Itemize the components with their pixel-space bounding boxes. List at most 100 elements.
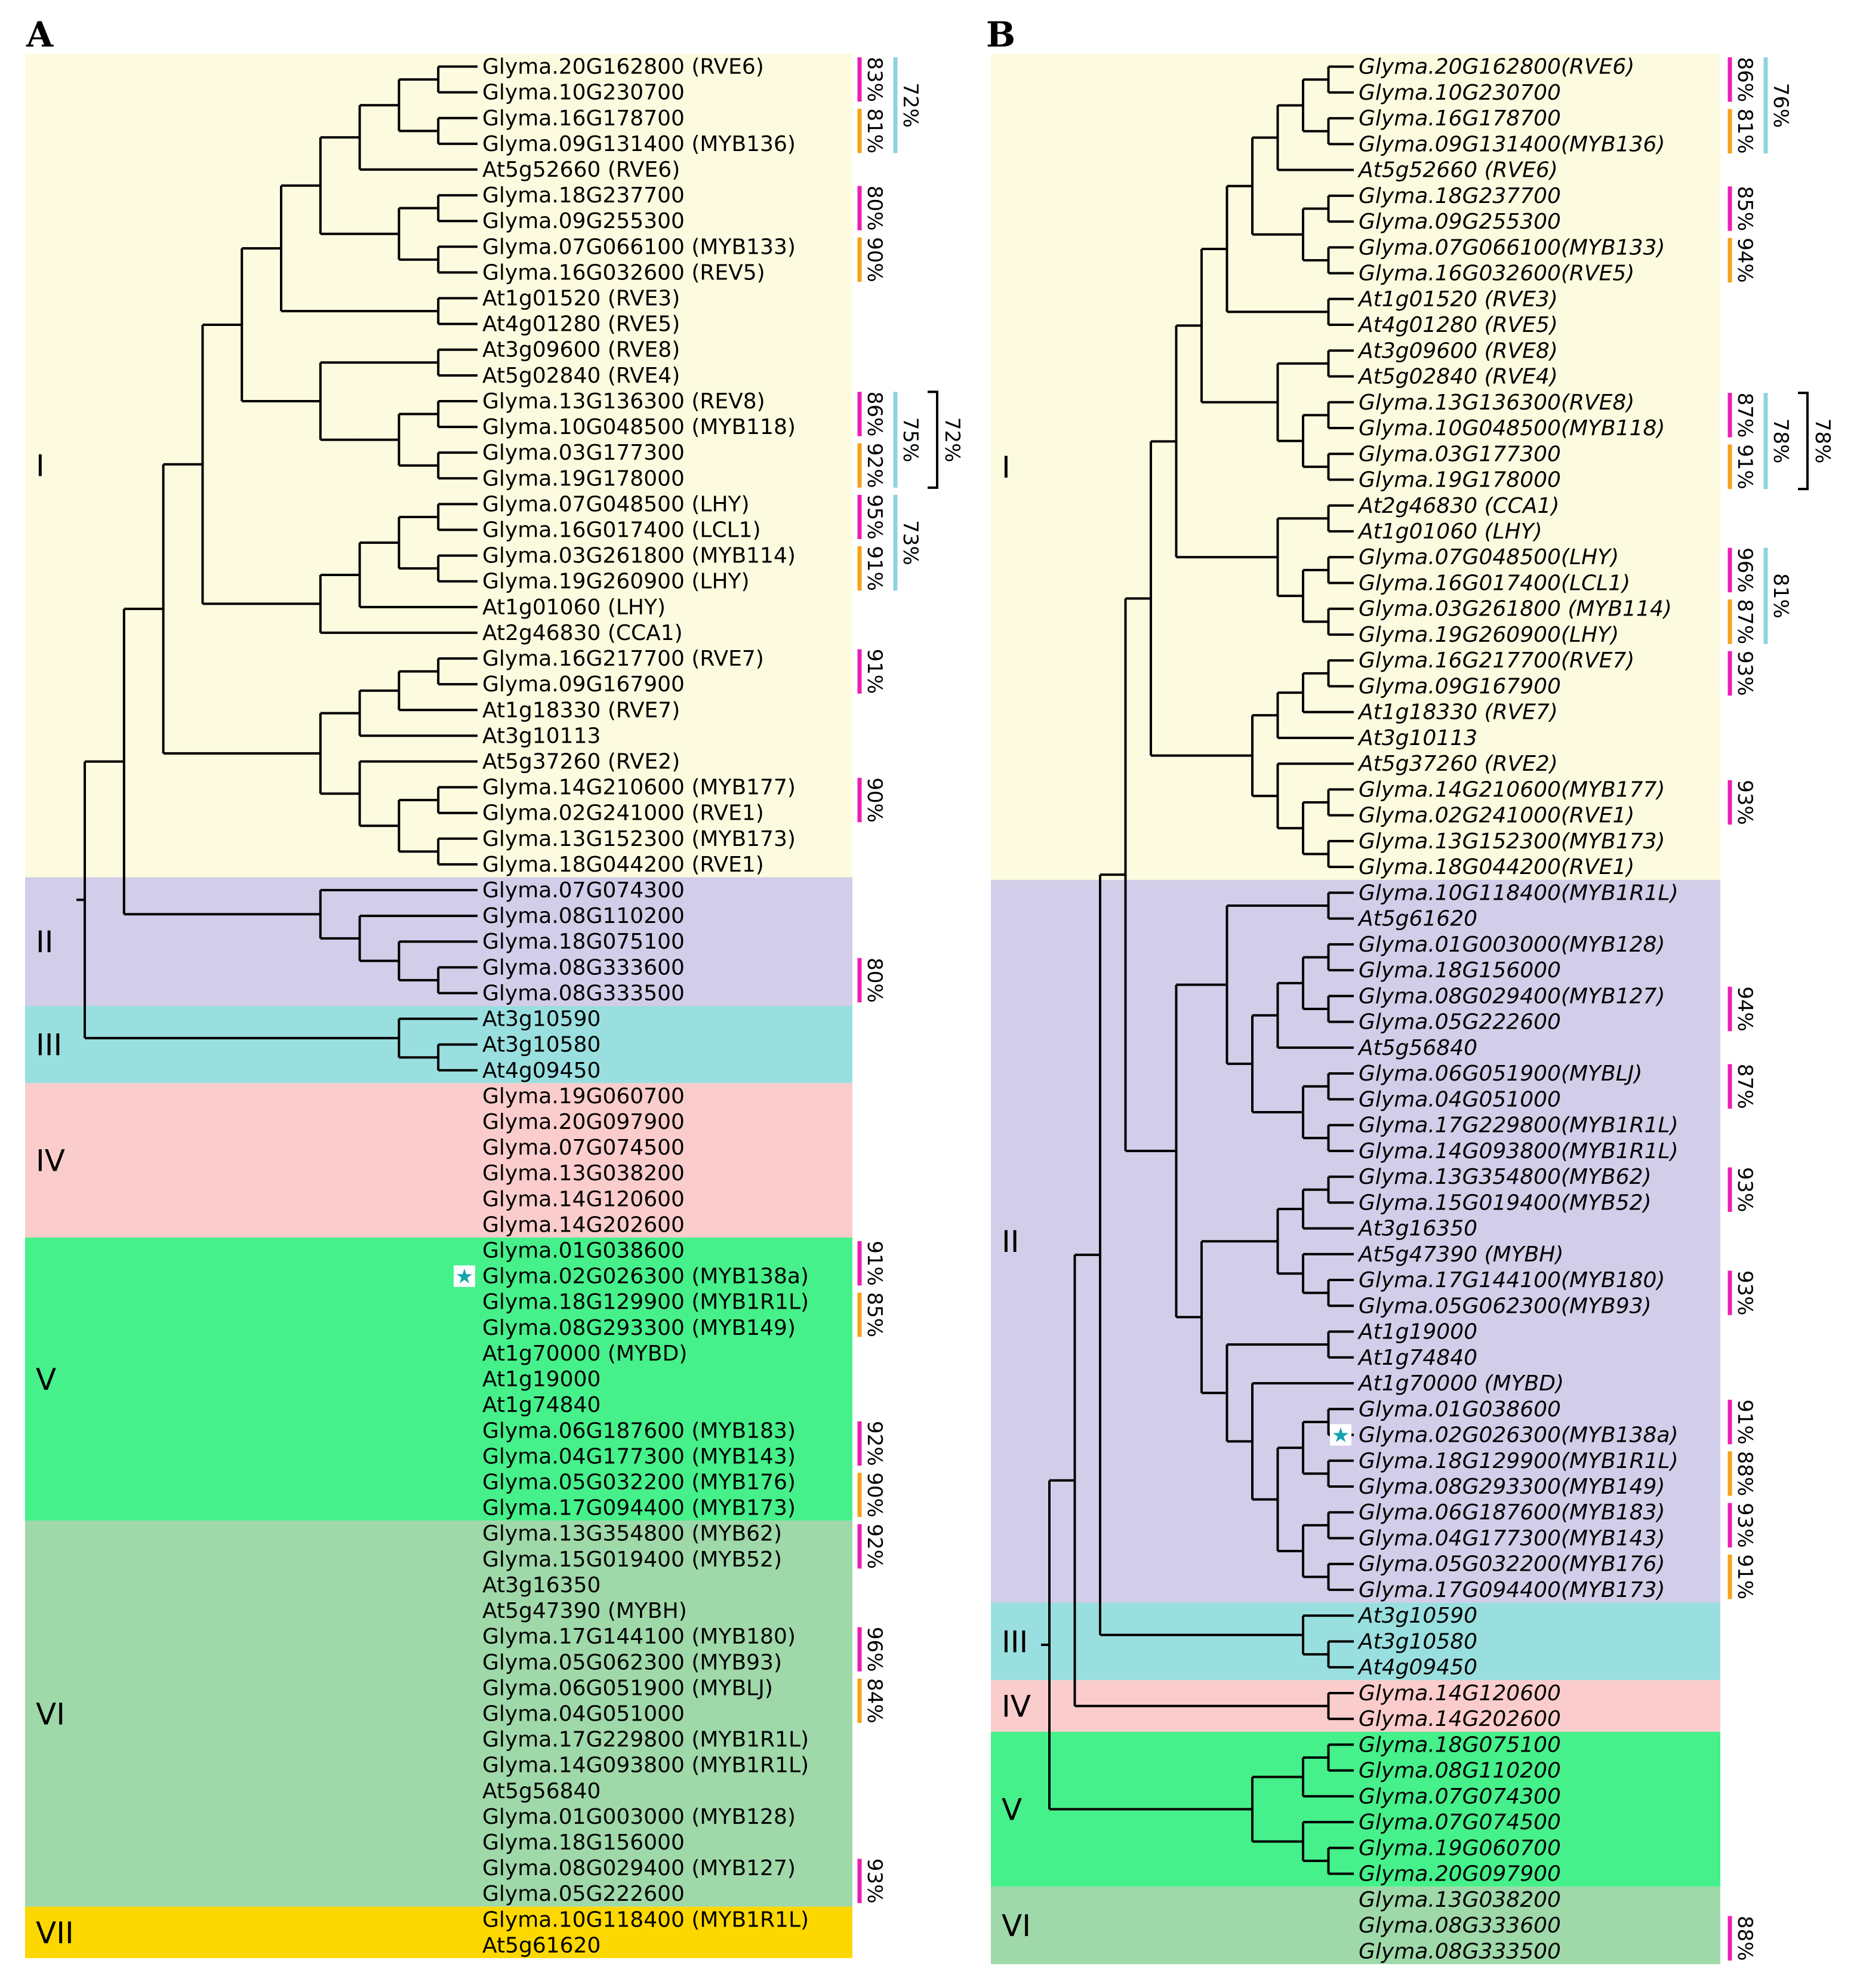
leaf-label: Glyma.05G222600 <box>482 1882 685 1906</box>
clade-IV-background <box>25 1083 852 1238</box>
identity-percent-label: 91% <box>1733 444 1757 490</box>
leaf-label: At3g10590 <box>482 1007 601 1032</box>
leaf-label: At1g18330 (RVE7) <box>1357 700 1558 725</box>
leaf-label: At3g10590 <box>1357 1604 1477 1628</box>
identity-percent-label: 80% <box>863 186 886 231</box>
identity-percent-label: 91% <box>863 546 886 591</box>
leaf-label: Glyma.17G094400 (MYB173) <box>482 1496 796 1521</box>
leaf-label: Glyma.14G093800 (MYB1R1L) <box>482 1753 809 1778</box>
leaf-label: Glyma.18G044200(RVE1) <box>1359 855 1634 879</box>
identity-percent-label: 96% <box>863 1627 886 1672</box>
leaf-label: Glyma.17G094400(MYB173) <box>1359 1578 1665 1602</box>
leaf-label: Glyma.10G118400 (MYB1R1L) <box>482 1907 809 1932</box>
leaf-label: Glyma.13G354800(MYB62) <box>1359 1165 1652 1189</box>
leaf-label: At4g01280 (RVE5) <box>482 312 680 337</box>
clade-II-background <box>991 879 1720 1603</box>
leaf-label: At5g61620 <box>482 1933 601 1958</box>
leaf-label: Glyma.09G255300 <box>1359 210 1561 234</box>
identity-percent-label: 93% <box>1733 1503 1757 1548</box>
leaf-label: At5g47390 (MYBH) <box>482 1599 687 1623</box>
clade-III-label: III <box>36 1028 62 1063</box>
leaf-label: At3g10580 <box>1357 1629 1477 1654</box>
identity-percent-label: 78% <box>1810 418 1834 464</box>
leaf-label: Glyma.14G202600 <box>482 1213 685 1237</box>
leaf-label: Glyma.09G131400(MYB136) <box>1359 132 1665 156</box>
identity-percent-label: 93% <box>1733 651 1757 696</box>
leaf-label: Glyma.18G156000 <box>1359 958 1561 983</box>
clade-I-label: I <box>36 449 45 484</box>
leaf-label: Glyma.08G029400(MYB127) <box>1359 984 1665 1008</box>
leaf-label: At1g01520 (RVE3) <box>482 287 680 311</box>
leaf-label: Glyma.10G230700 <box>482 81 685 105</box>
star-icon-backdrop <box>454 1265 475 1287</box>
leaf-label: Glyma.05G062300 (MYB93) <box>482 1650 782 1675</box>
identity-percent-label: 86% <box>863 392 886 437</box>
leaf-label: Glyma.03G177300 <box>482 441 685 465</box>
identity-percent-label: 72% <box>940 417 964 463</box>
leaf-label: Glyma.05G032200 (MYB176) <box>482 1470 796 1495</box>
leaf-label: Glyma.08G333500 <box>482 981 685 1005</box>
leaf-label: Glyma.14G120600 <box>1359 1681 1561 1706</box>
leaf-label: At1g70000 (MYBD) <box>482 1341 687 1366</box>
clade-VI-label: VI <box>1002 1909 1031 1943</box>
leaf-label: Glyma.05G062300(MYB93) <box>1359 1294 1652 1318</box>
identity-percent-label: 92% <box>863 1421 886 1466</box>
leaf-label: Glyma.16G017400 (LCL1) <box>482 518 761 543</box>
leaf-label: Glyma.09G167900 <box>482 672 685 697</box>
leaf-label: Glyma.01G003000(MYB128) <box>1359 933 1665 957</box>
leaf-label: Glyma.10G230700 <box>1359 81 1561 105</box>
leaf-label: Glyma.08G110200 <box>482 904 685 928</box>
identity-percent-label: 92% <box>863 443 886 488</box>
leaf-label: At5g47390 (MYBH) <box>1357 1242 1563 1267</box>
identity-percent-label: 81% <box>1769 573 1793 618</box>
leaf-label: At2g46830 (CCA1) <box>482 621 683 645</box>
leaf-label: Glyma.08G293300(MYB149) <box>1359 1475 1665 1499</box>
leaf-label: At5g02840 (RVE4) <box>482 364 680 388</box>
leaf-label: Glyma.20G162800(RVE6) <box>1359 55 1634 79</box>
leaf-label: Glyma.13G038200 <box>482 1161 685 1186</box>
identity-percent-label: 85% <box>863 1292 886 1338</box>
identity-percent-label: 83% <box>863 57 886 102</box>
leaf-label: Glyma.04G177300 (MYB143) <box>482 1444 796 1469</box>
leaf-label: Glyma.18G129900(MYB1R1L) <box>1359 1449 1679 1473</box>
identity-percent-label: 86% <box>1733 57 1757 102</box>
clade-VI-background <box>25 1521 852 1907</box>
leaf-label: Glyma.14G093800(MYB1R1L) <box>1359 1139 1679 1164</box>
panel-b-letter: B <box>986 14 1015 55</box>
leaf-label: At5g61620 <box>1357 907 1477 931</box>
leaf-label: Glyma.06G187600 (MYB183) <box>482 1418 796 1443</box>
leaf-label: Glyma.19G260900 (LHY) <box>482 570 750 594</box>
star-icon: ★ <box>1332 1424 1350 1448</box>
clade-VII-label: VII <box>36 1916 74 1950</box>
identity-percent-label: 81% <box>863 109 886 154</box>
identity-percent-label: 93% <box>863 1858 886 1904</box>
leaf-label: Glyma.14G120600 <box>482 1187 685 1211</box>
identity-percent-label: 72% <box>898 82 922 128</box>
leaf-label: At3g16350 <box>482 1573 601 1598</box>
clade-I-label: I <box>1002 450 1011 485</box>
leaf-label: Glyma.07G074500 <box>1359 1810 1561 1835</box>
leaf-label: Glyma.16G032600 (REV5) <box>482 260 765 285</box>
panel-b-tree: IIIIIIIVVVIGlyma.20G162800(RVE6)Glyma.10… <box>991 54 1834 1964</box>
leaf-label: Glyma.16G178700 <box>482 106 685 131</box>
leaf-label: At3g09600 (RVE8) <box>1357 338 1558 363</box>
leaf-label: Glyma.13G038200 <box>1359 1888 1561 1912</box>
leaf-label: At3g16350 <box>1357 1217 1477 1241</box>
star-icon: ★ <box>455 1265 473 1289</box>
leaf-label: At3g10113 <box>1357 726 1477 750</box>
leaf-label: Glyma.16G178700 <box>1359 106 1561 131</box>
leaf-label: Glyma.07G048500 (LHY) <box>482 492 750 516</box>
leaf-label: At5g02840 (RVE4) <box>1357 365 1558 389</box>
identity-bracket <box>928 390 938 489</box>
identity-percent-label: 96% <box>1733 547 1757 593</box>
clade-VI-label: VI <box>36 1697 65 1731</box>
leaf-label: Glyma.15G019400 (MYB52) <box>482 1547 782 1572</box>
leaf-label: Glyma.07G074300 <box>1359 1784 1561 1809</box>
leaf-label: Glyma.16G032600(RVE5) <box>1359 261 1634 286</box>
clade-II-label: II <box>36 925 54 959</box>
leaf-label: Glyma.20G097900 <box>1359 1862 1561 1887</box>
identity-percent-label: 87% <box>1733 393 1757 438</box>
identity-percent-label: 95% <box>863 494 886 540</box>
leaf-label: At1g18330 (RVE7) <box>482 698 680 722</box>
